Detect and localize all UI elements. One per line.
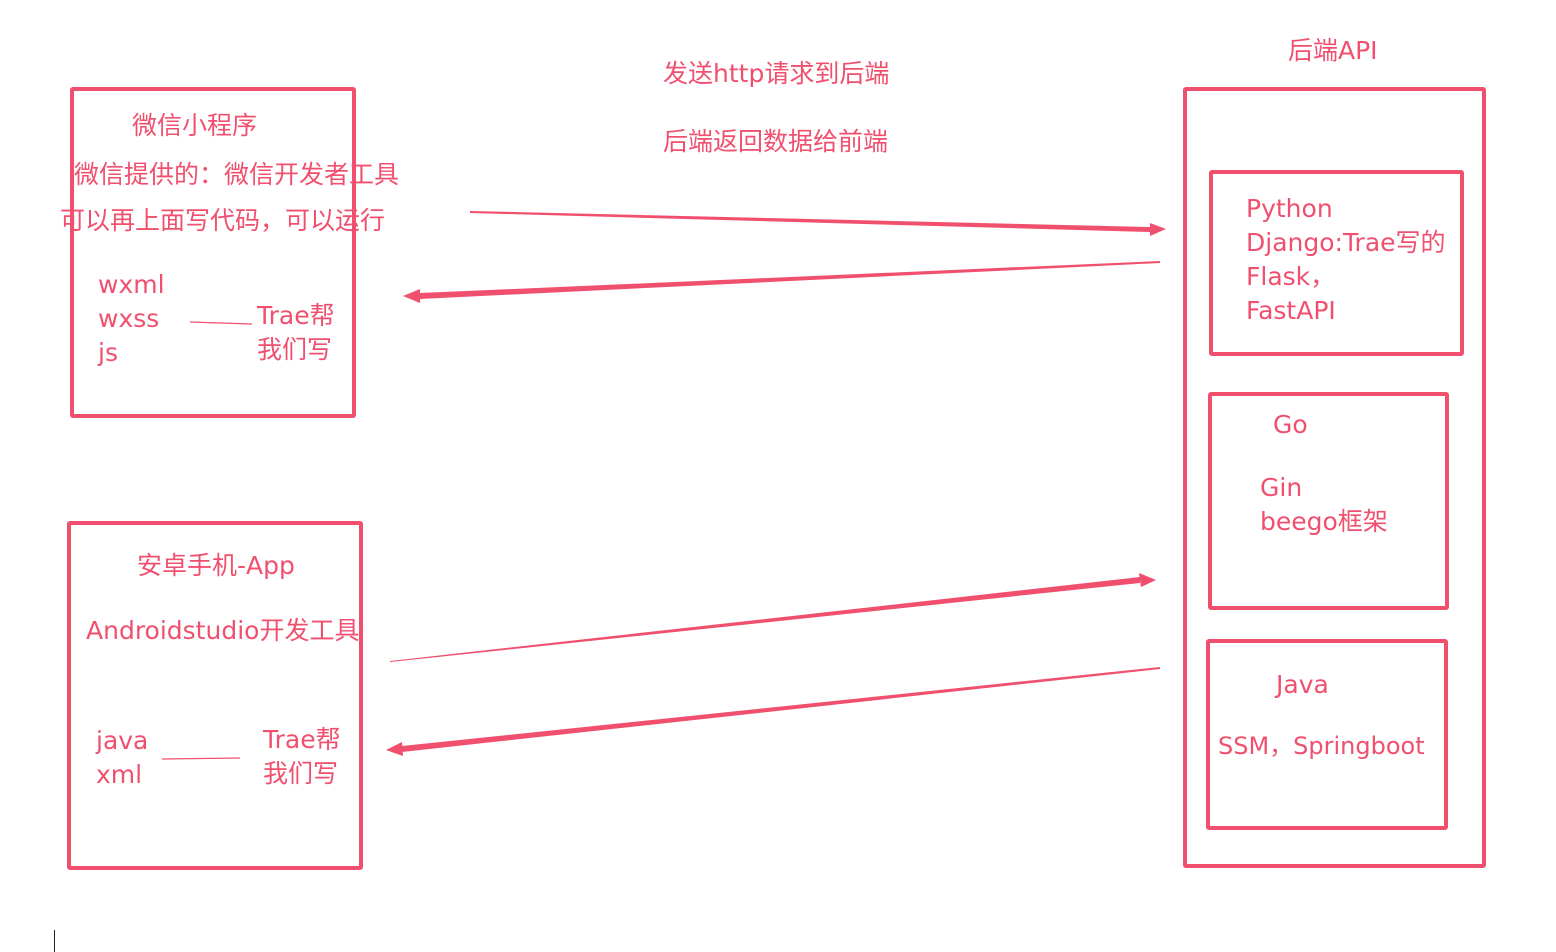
request-arrowhead-miniprogram — [1150, 223, 1166, 236]
text-cursor — [54, 930, 55, 952]
miniprogram-trae-line2: 我们写 — [257, 335, 333, 364]
miniprogram-file-wxml: wxml — [98, 270, 165, 299]
python-line-fastapi: FastAPI — [1246, 296, 1336, 325]
android-trae-line2: 我们写 — [263, 759, 339, 788]
go-title: Go — [1273, 410, 1308, 439]
python-box — [1209, 170, 1464, 356]
backend-title: 后端API — [1288, 36, 1378, 65]
java-frameworks: SSM，Springboot — [1218, 732, 1425, 760]
miniprogram-file-js: js — [98, 338, 118, 367]
response-label: 后端返回数据给前端 — [663, 127, 889, 156]
python-line-django: Django:Trae写的 — [1246, 228, 1446, 257]
response-arrowhead-miniprogram — [403, 289, 420, 303]
android-file-xml: xml — [96, 760, 143, 789]
go-line-gin: Gin — [1260, 473, 1303, 502]
go-box — [1208, 392, 1449, 610]
android-title: 安卓手机-App — [137, 551, 295, 580]
android-box — [67, 521, 363, 870]
python-line-python: Python — [1246, 194, 1333, 223]
request-arrowhead-android — [1139, 573, 1156, 587]
miniprogram-code-line: 可以再上面写代码，可以运行 — [60, 206, 386, 235]
response-arrowhead-android — [386, 742, 403, 756]
miniprogram-file-wxss: wxss — [98, 304, 160, 333]
android-tool-line: Androidstudio开发工具 — [86, 616, 360, 645]
response-arrow-android — [402, 667, 1160, 752]
miniprogram-title: 微信小程序 — [132, 111, 258, 140]
miniprogram-box — [70, 87, 356, 418]
miniprogram-tool-line: 微信提供的：微信开发者工具 — [74, 160, 400, 189]
android-trae-connector — [161, 757, 241, 760]
java-title: Java — [1276, 670, 1329, 699]
go-line-beego: beego框架 — [1260, 507, 1388, 536]
java-box — [1206, 639, 1448, 830]
response-arrow-miniprogram — [420, 261, 1160, 299]
android-trae-line1: Trae帮 — [263, 725, 341, 754]
miniprogram-trae-line1: Trae帮 — [257, 301, 335, 330]
miniprogram-trae-connector — [189, 321, 253, 325]
request-label: 发送http请求到后端 — [663, 59, 890, 88]
python-line-flask: Flask， — [1246, 262, 1336, 291]
request-arrow-android — [390, 577, 1140, 662]
backend-box — [1183, 87, 1486, 868]
android-file-java: java — [96, 726, 149, 755]
request-arrow-miniprogram — [470, 211, 1150, 232]
